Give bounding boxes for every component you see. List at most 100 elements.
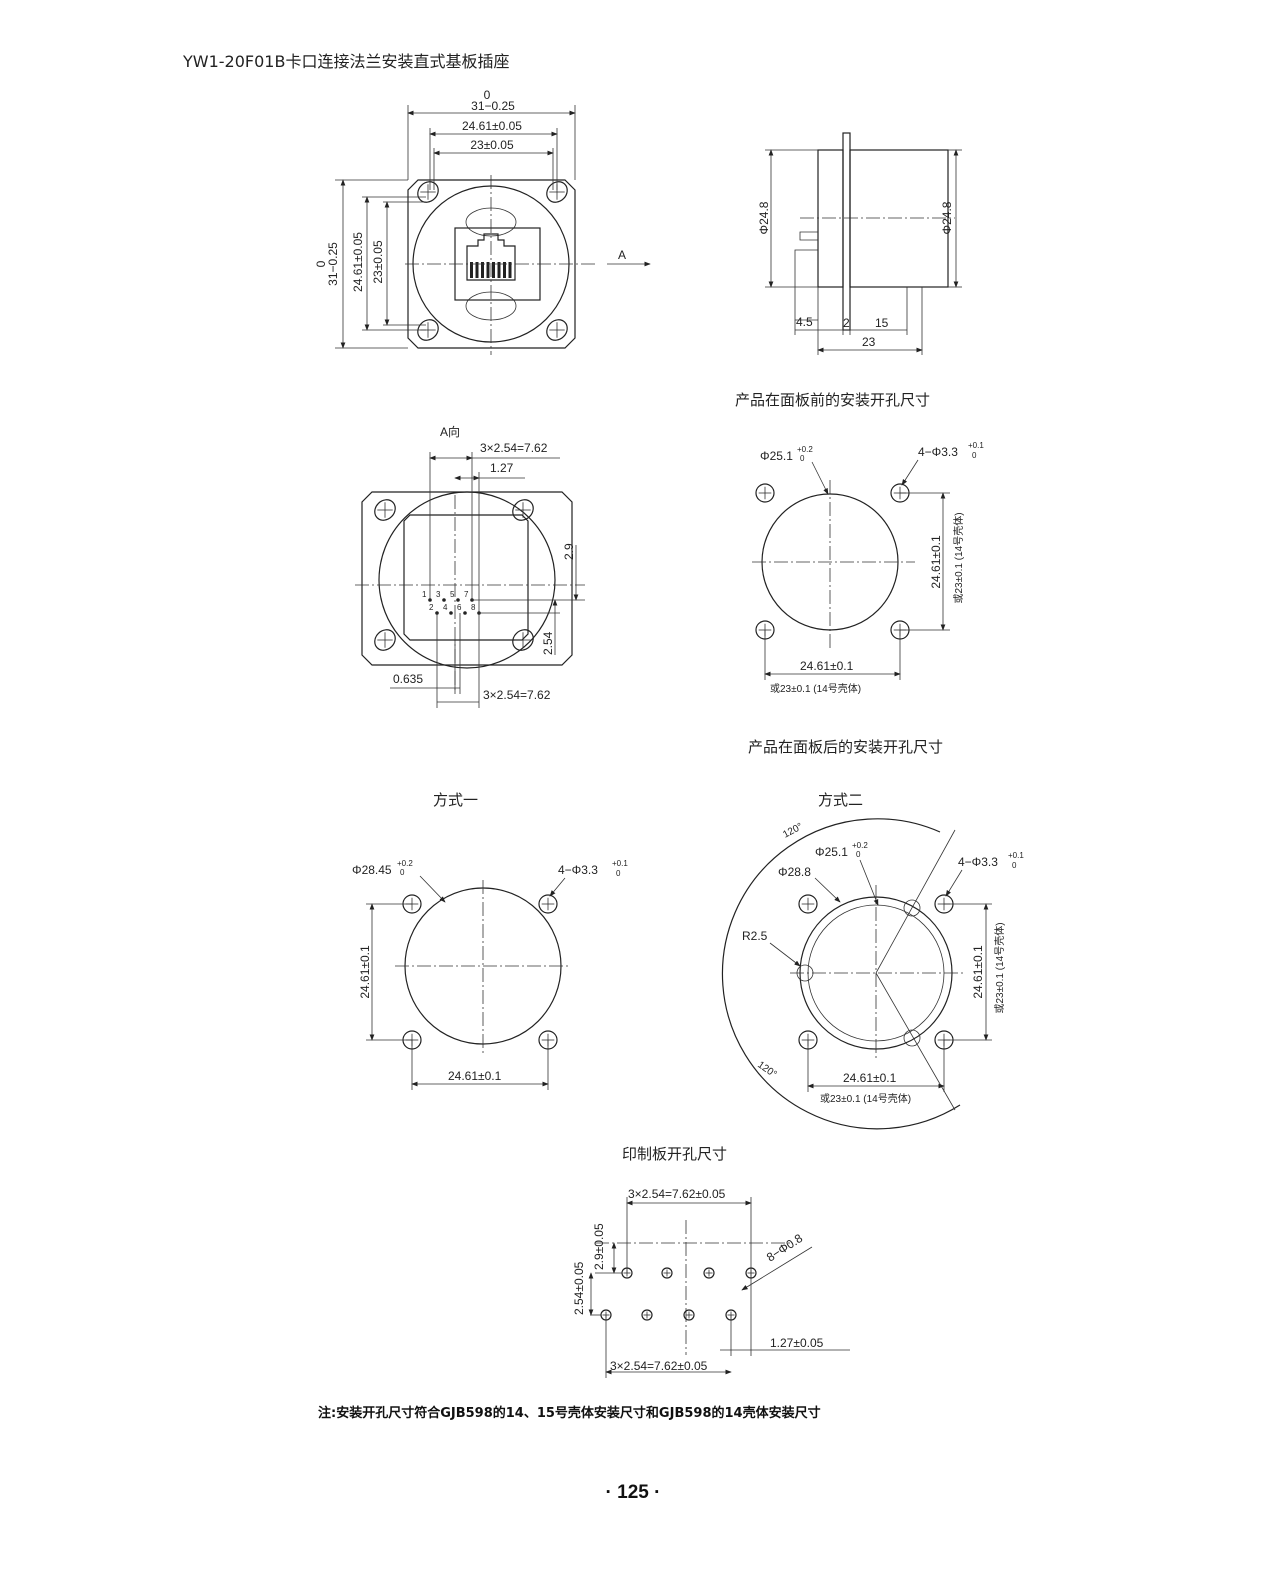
- pcb-bottom-pitch: 3×2.54=7.62±0.05: [610, 1359, 708, 1373]
- method1-label: 方式一: [433, 791, 478, 809]
- tol-lower: 0: [616, 869, 621, 878]
- pin-number: 3: [436, 590, 441, 599]
- pin: [463, 611, 467, 615]
- contact-finger: [503, 262, 506, 278]
- method2-cutout: 120° 120° Φ25.1 +0.2 0 Φ28.8 R2.5 4−Φ3.3…: [721, 818, 1024, 1130]
- page-title: YW1-20F01B卡口连接法兰安装直式基板插座: [182, 52, 509, 71]
- tol-upper: +0.2: [852, 841, 868, 850]
- contact-finger: [481, 262, 484, 278]
- pcb-row-pitch: 2.54±0.05: [572, 1261, 586, 1315]
- tol-lower: 0: [800, 454, 805, 463]
- panel-front-hole-dia: Φ25.1: [760, 449, 793, 463]
- mounting-hole-icon: [755, 483, 775, 503]
- pin-number: 7: [464, 590, 469, 599]
- pcb-heading: 印制板开孔尺寸: [622, 1145, 727, 1163]
- method1-cutout: Φ28.45 +0.2 0 4−Φ3.3 +0.1 0 24.61±0.1 24…: [352, 859, 628, 1090]
- panel-front-pitch-v: 24.61±0.1: [929, 535, 943, 589]
- mounting-hole-icon: [683, 1309, 695, 1321]
- method1-hole-dia: Φ28.45: [352, 863, 392, 877]
- panel-front-heading: 产品在面板前的安装开孔尺寸: [735, 391, 930, 409]
- tol-lower: 0: [972, 451, 977, 460]
- mounting-hole-icon: [641, 1309, 653, 1321]
- contact-finger: [475, 262, 479, 278]
- a-view-label: A向: [440, 424, 460, 439]
- method1-mount-holes: 4−Φ3.3: [558, 863, 598, 877]
- method1-pitch-h: 24.61±0.1: [448, 1069, 502, 1083]
- tol-upper: +0.1: [612, 859, 628, 868]
- side-view: Φ24.8 Φ24.8 4.5 2 15 23: [757, 132, 962, 355]
- panel-rear-heading: 产品在面板后的安装开孔尺寸: [748, 738, 943, 756]
- pin-number: 5: [450, 590, 455, 599]
- side-dia-right: Φ24.8: [940, 201, 954, 234]
- side-dim-b: 2: [843, 316, 850, 330]
- method2-pitch-v-alt: 或23±0.1 (14号壳体): [993, 922, 1006, 1013]
- mounting-hole-icon: [798, 894, 818, 914]
- page-number: · 125 ·: [606, 1482, 661, 1503]
- a-top-offset: 1.27: [490, 461, 514, 475]
- footnote: 注:安装开孔尺寸符合GJB598的14、15号壳体安装尺寸和GJB598的14壳…: [318, 1405, 821, 1421]
- a-row-pitch: 2.54: [541, 631, 555, 655]
- method2-pitch-h-alt: 或23±0.1 (14号壳体): [820, 1092, 911, 1105]
- side-dim-a: 4.5: [796, 315, 813, 329]
- method2-pitch-h: 24.61±0.1: [843, 1071, 897, 1085]
- side-dim-c: 15: [875, 316, 889, 330]
- front-hole-pitch-inner: 23±0.05: [470, 138, 514, 152]
- front-height-dim: 31−0.25: [326, 242, 340, 286]
- mounting-hole-icon: [538, 894, 558, 914]
- panel-front-mount-holes: 4−Φ3.3: [918, 445, 958, 459]
- pin: [442, 598, 446, 602]
- pin-number: 8: [471, 603, 476, 612]
- mounting-hole-icon: [661, 1267, 673, 1279]
- pcb-cutout: 印制板开孔尺寸 3×2.54=7.62±0.05 2.9±0.05 2.54±0…: [572, 1145, 850, 1378]
- method2-hole-dia: Φ25.1: [815, 845, 848, 859]
- method2-radius: R2.5: [742, 929, 768, 943]
- pin: [456, 598, 460, 602]
- front-height-upper-tol: 0: [314, 260, 328, 267]
- method2-pitch-v: 24.61±0.1: [971, 945, 985, 999]
- pin-number: 6: [457, 603, 462, 612]
- side-dim-total: 23: [862, 335, 876, 349]
- a-right-offset: 2.9: [562, 543, 576, 560]
- pin: [449, 611, 453, 615]
- mounting-hole-icon: [512, 629, 534, 651]
- method2-angle-top: 120°: [781, 821, 804, 840]
- front-hole-pitch-outer-v: 24.61±0.05: [351, 232, 365, 292]
- tol-upper: +0.2: [797, 445, 813, 454]
- panel-front-pitch-h-alt: 或23±0.1 (14号壳体): [770, 682, 861, 695]
- panel-front-cutout: 产品在面板前的安装开孔尺寸 Φ25.1 +0.2 0 4−Φ3.3 +0.1 0…: [735, 391, 984, 695]
- mounting-hole-icon: [374, 629, 396, 651]
- pcb-holes: 8−Φ0.8: [764, 1231, 805, 1265]
- tol-upper: +0.1: [1008, 851, 1024, 860]
- panel-front-pitch-v-alt: 或23±0.1 (14号壳体): [952, 512, 965, 603]
- pcb-offset-v: 2.9±0.05: [592, 1223, 606, 1270]
- method2-label: 方式二: [818, 791, 863, 809]
- pin-number: 1: [422, 590, 427, 599]
- view-arrow-label: A: [618, 248, 626, 262]
- mounting-hole-icon: [703, 1267, 715, 1279]
- pin-number: 4: [443, 603, 448, 612]
- a-top-pitch: 3×2.54=7.62: [480, 441, 548, 455]
- a-bottom-offset: 0.635: [393, 672, 423, 686]
- tol-lower: 0: [856, 850, 861, 859]
- mounting-hole-icon: [512, 499, 534, 521]
- method1-pitch-v: 24.61±0.1: [358, 945, 372, 999]
- tol-lower: 0: [1012, 861, 1017, 870]
- method2-angle-bottom: 120°: [755, 1059, 778, 1080]
- contact-finger: [470, 262, 473, 278]
- method2-outer-dia: Φ28.8: [778, 865, 811, 879]
- panel-front-pitch-h: 24.61±0.1: [800, 659, 854, 673]
- method2-mount-holes: 4−Φ3.3: [958, 855, 998, 869]
- front-width-upper-tol: 0: [484, 88, 491, 102]
- mounting-hole-icon: [374, 499, 396, 521]
- pcb-top-pitch: 3×2.54=7.62±0.05: [628, 1187, 726, 1201]
- front-width-dim: 31−0.25: [471, 99, 515, 113]
- contact-finger: [508, 262, 512, 278]
- tol-upper: +0.2: [397, 859, 413, 868]
- pin-number: 2: [429, 603, 434, 612]
- contact-finger: [492, 262, 495, 278]
- front-hole-pitch-inner-v: 23±0.05: [371, 240, 385, 284]
- front-view: 0 31−0.25 24.61±0.05 23±0.05 0 31−0.25 2…: [314, 88, 651, 355]
- front-hole-pitch-outer: 24.61±0.05: [462, 119, 522, 133]
